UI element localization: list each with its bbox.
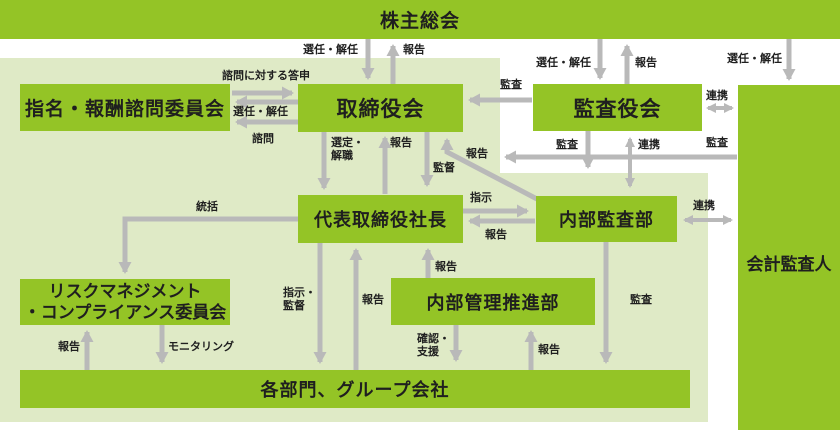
- label-report-depts-to-president: 報告: [362, 294, 384, 306]
- label-report-internal-audit-to-board: 報告: [466, 148, 488, 160]
- label-instruct-supervise-depts: 指示・ 監督: [283, 287, 316, 312]
- label-audit-by-audit-board: 監査: [556, 139, 578, 151]
- label-coop-audit-board-internal-audit: 連携: [638, 139, 660, 151]
- label-report-to-risk-committee: 報告: [58, 341, 80, 353]
- label-elect-dismiss-board: 選任・解任: [303, 44, 358, 56]
- label-monitoring: モニタリング: [168, 341, 234, 353]
- label-supervise-president: 監督: [433, 162, 455, 174]
- label-coop-audit-board-auditor: 連携: [706, 90, 728, 102]
- node-board-of-directors: 取締役会: [298, 84, 463, 132]
- label-report-audit-board-to-shareholders: 報告: [635, 57, 657, 69]
- node-internal-mgmt-promotion-dept: 内部管理推進部: [391, 278, 595, 325]
- label-report-depts-to-mgmt: 報告: [538, 344, 560, 356]
- label-consultation: 諮問: [252, 133, 274, 145]
- label-audit-of-depts: 監査: [630, 294, 652, 306]
- label-report-mgmt-to-president: 報告: [435, 261, 457, 273]
- node-audit-and-supervisory-board: 監査役会: [533, 84, 702, 131]
- label-select-dismiss-president: 選定・ 解職: [331, 137, 364, 162]
- label-audit-by-accounting-auditor: 監査: [706, 137, 728, 149]
- node-internal-audit-dept: 内部監査部: [536, 196, 677, 242]
- arrow-report-internal-audit-to-board: [440, 138, 539, 202]
- label-instruct-internal-audit: 指示: [470, 192, 492, 204]
- label-advisory-reply: 諮問に対する答申: [222, 70, 310, 82]
- label-overall-control: 統括: [196, 201, 218, 213]
- label-report-president-to-board: 報告: [390, 137, 412, 149]
- arrow-overall-control: [118, 216, 298, 274]
- label-confirm-support: 確認・ 支援: [417, 333, 450, 358]
- node-shareholders: 株主総会: [0, 0, 840, 39]
- label-report-internal-audit-to-president: 報告: [485, 229, 507, 241]
- node-accounting-auditor: 会計監査人: [738, 85, 840, 430]
- node-president: 代表取締役社長: [298, 195, 463, 243]
- node-nomination-committee: 指名・報酬諮問委員会: [20, 84, 230, 131]
- label-report-board-to-shareholders: 報告: [403, 44, 425, 56]
- label-coop-internal-audit-auditor: 連携: [693, 200, 715, 212]
- label-elect-dismiss-auditor: 選任・解任: [727, 53, 782, 65]
- label-elect-dismiss-committee: 選任・解任: [233, 106, 288, 118]
- node-risk-compliance-committee: リスクマネジメント ・コンプライアンス委員会: [20, 279, 230, 325]
- label-elect-dismiss-audit-board: 選任・解任: [536, 57, 591, 69]
- node-departments-group: 各部門、グループ会社: [20, 370, 690, 408]
- label-audit-of-board: 監査: [500, 79, 522, 91]
